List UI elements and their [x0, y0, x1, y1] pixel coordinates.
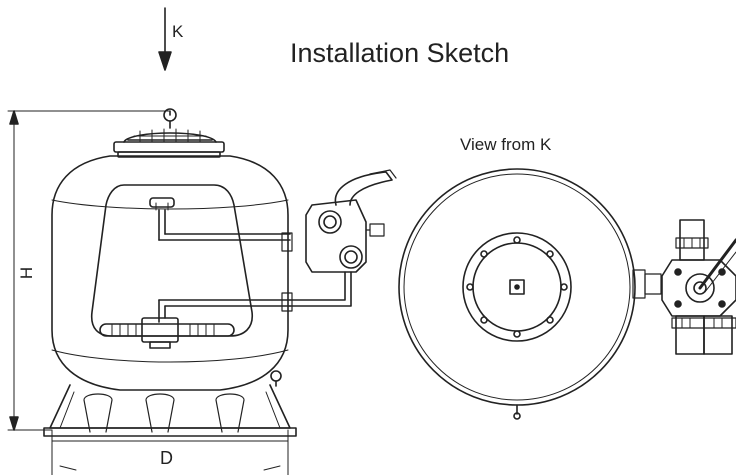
view-arrow-k — [159, 8, 171, 70]
filter-tank — [52, 156, 288, 390]
diameter-dimension-label: D — [160, 448, 173, 468]
top-view-drain — [514, 405, 520, 419]
cutaway-window — [92, 185, 290, 348]
height-dimension — [8, 111, 170, 430]
filter-lid — [114, 129, 224, 157]
top-view-valve — [633, 220, 736, 354]
top-view-lid — [463, 233, 571, 341]
pressure-gauge — [164, 109, 176, 128]
base-dimension — [52, 430, 288, 475]
multiport-valve — [282, 170, 396, 311]
diagram-title: Installation Sketch — [290, 38, 510, 68]
filter-stand — [44, 385, 296, 436]
drain-plug — [271, 371, 281, 386]
view-arrow-label: K — [172, 22, 184, 41]
view-from-k-label: View from K — [460, 135, 552, 154]
